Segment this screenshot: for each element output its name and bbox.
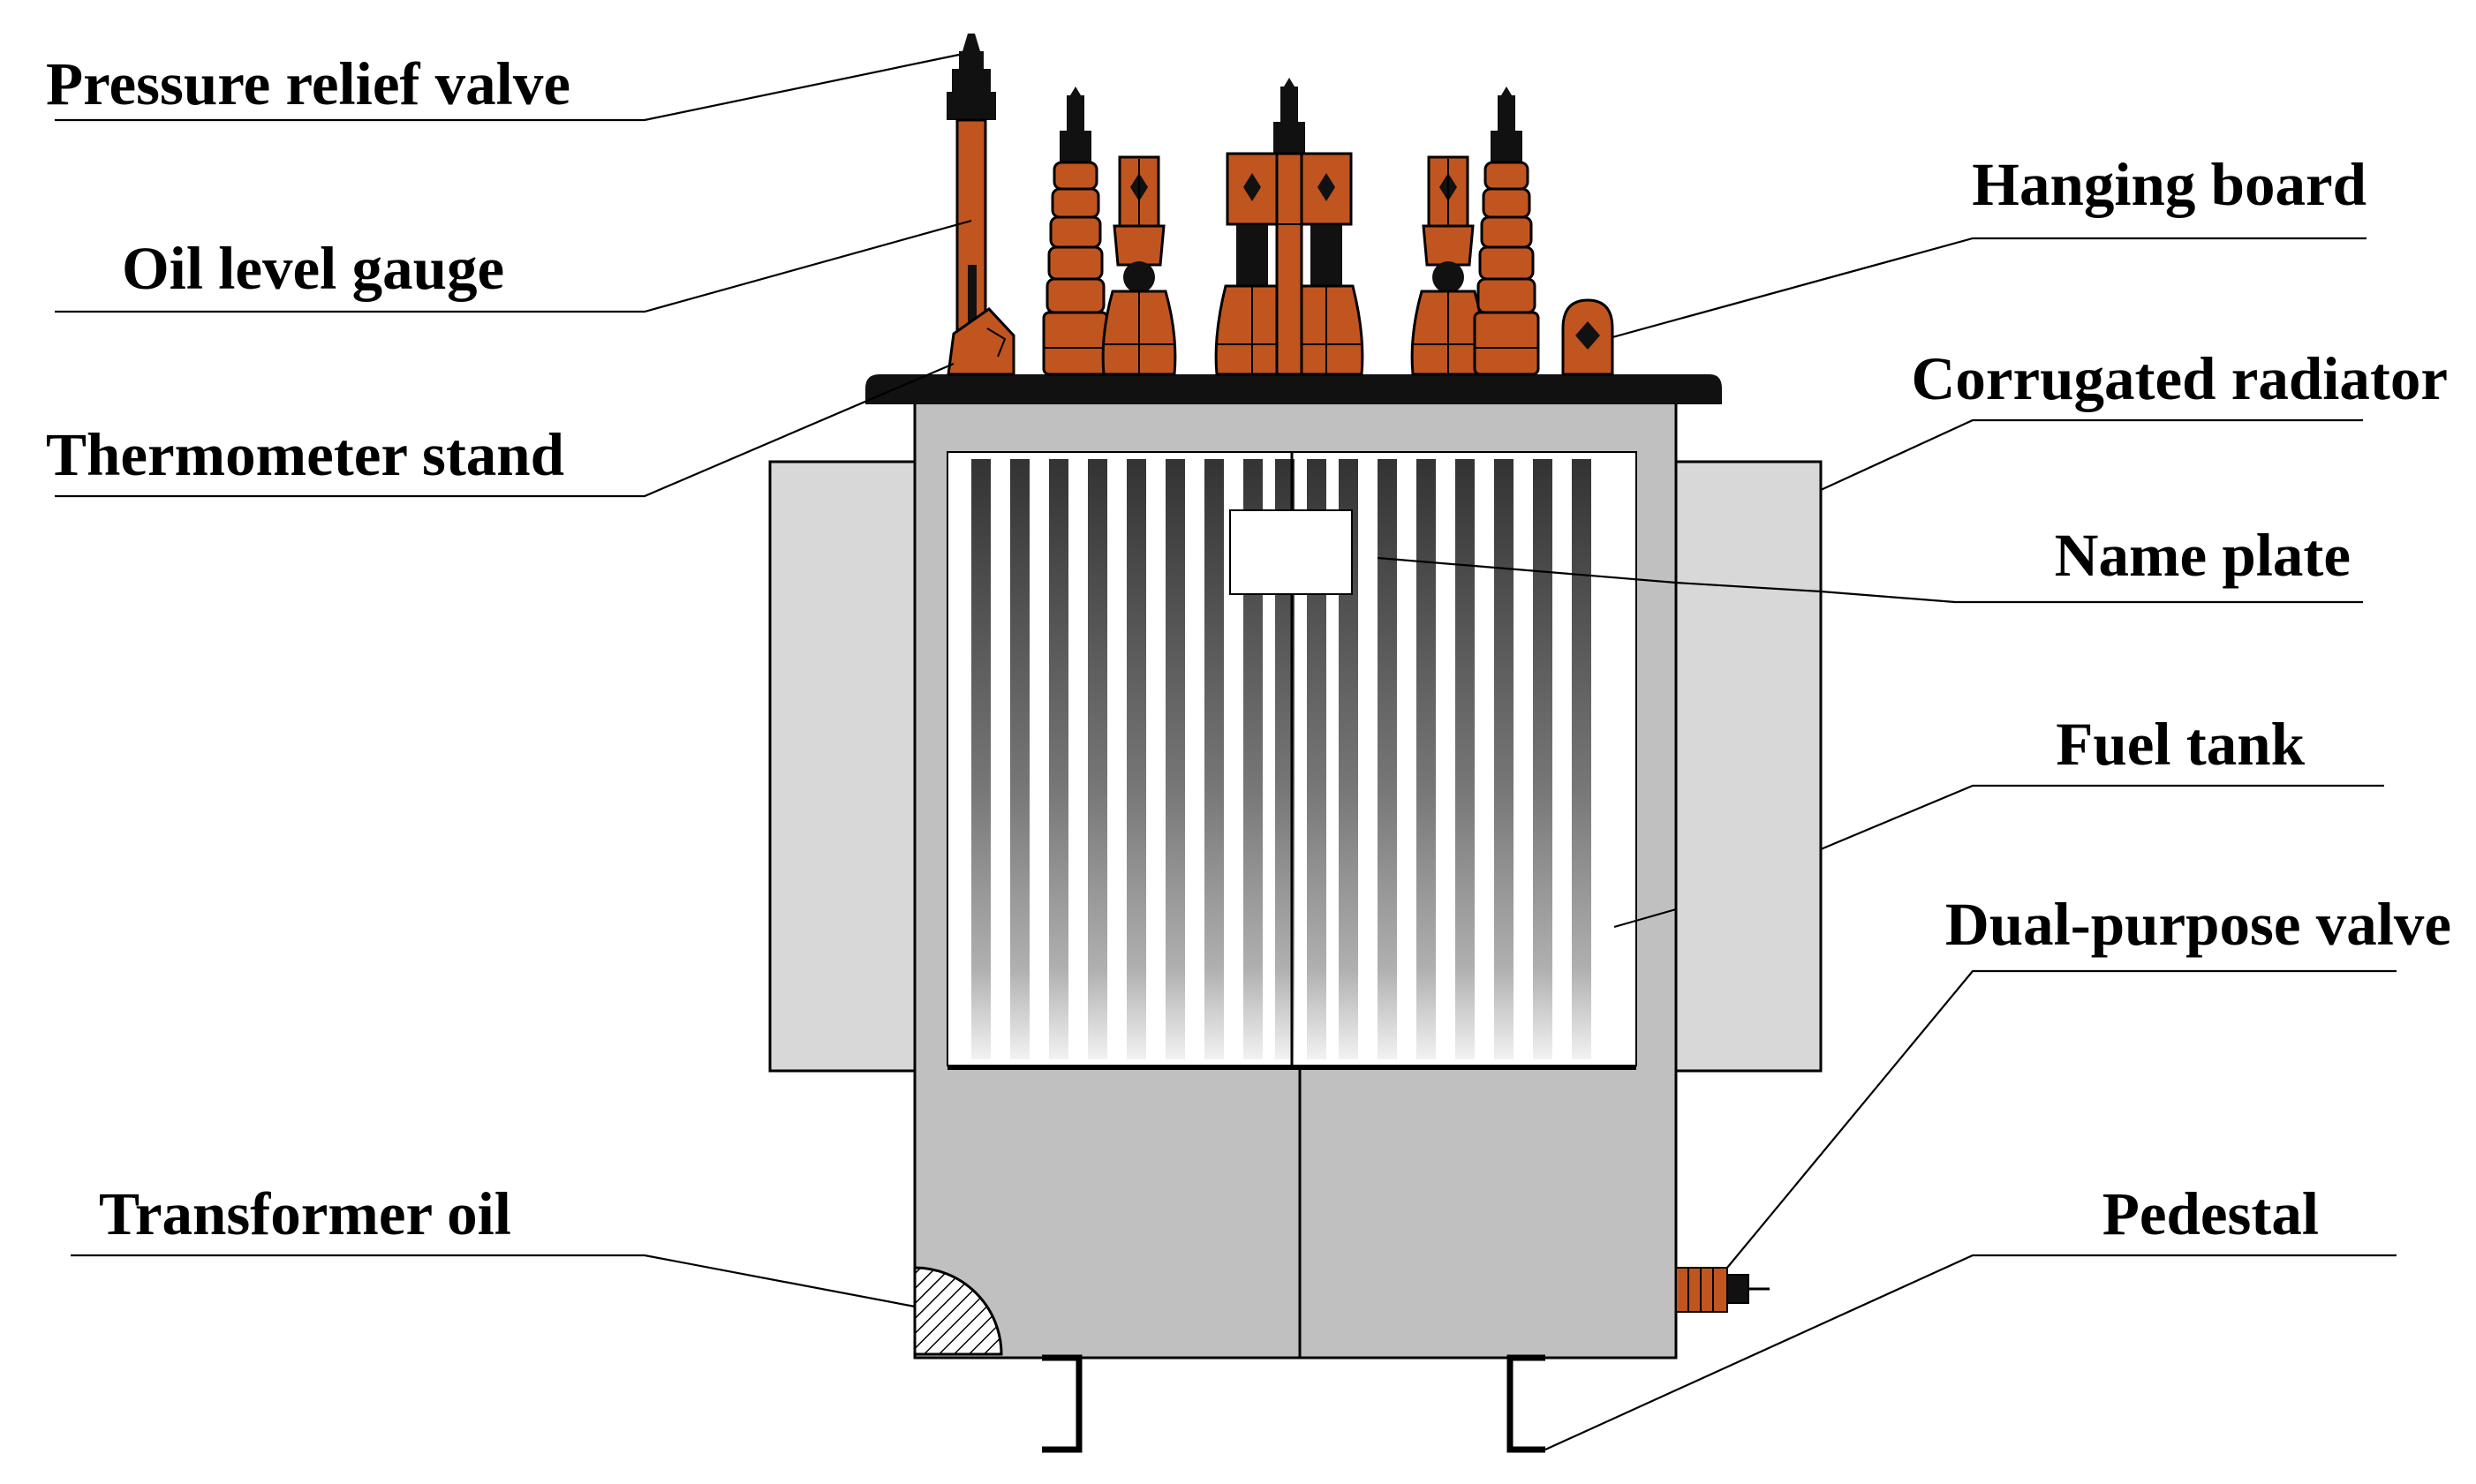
top-cover <box>865 374 1722 404</box>
radiator-fin <box>1339 459 1358 1059</box>
name-plate <box>1229 509 1353 595</box>
radiator-fin <box>1010 459 1030 1059</box>
pedestal-right <box>1506 1354 1545 1453</box>
hv-bushing <box>1042 87 1109 376</box>
bushings <box>1042 78 1540 376</box>
radiator-fin <box>1275 459 1295 1059</box>
radiator-fin <box>1127 459 1146 1059</box>
radiator-fin <box>1088 459 1107 1059</box>
lv-bushing <box>1410 155 1486 376</box>
label-pedestal: Pedestal <box>2102 1180 2319 1247</box>
label-pressure-relief-valve: Pressure relief valve <box>46 50 570 117</box>
center-bushing <box>1214 78 1364 376</box>
fuel-tank-right <box>1674 460 1823 1073</box>
label-thermometer-stand: Thermometer stand <box>46 421 564 488</box>
transformer-oil-hatch <box>913 1266 1003 1356</box>
radiator-fin <box>1494 459 1514 1059</box>
label-hanging-board: Hanging board <box>1972 151 2367 218</box>
lv-bushing <box>1101 155 1177 376</box>
radiator-fins <box>971 452 1591 1066</box>
pedestal-left <box>1042 1354 1083 1453</box>
thermometer-stand <box>947 307 1015 376</box>
oil-level-gauge <box>955 118 987 341</box>
hanging-board <box>1561 298 1614 376</box>
label-dual-purpose-valve: Dual-purpose valve <box>1945 891 2451 958</box>
fuel-tank-left <box>768 460 917 1073</box>
radiator-fin <box>1049 459 1068 1059</box>
radiator-fin <box>1572 459 1591 1059</box>
radiator-fin <box>971 459 991 1059</box>
radiator-fin <box>1204 459 1224 1059</box>
radiator-fin <box>1455 459 1475 1059</box>
label-fuel-tank: Fuel tank <box>2056 711 2305 778</box>
dual-purpose-valve <box>1675 1267 1770 1313</box>
pressure-relief-valve <box>947 34 996 120</box>
label-name-plate: Name plate <box>2055 522 2351 589</box>
radiator-fin <box>1307 459 1326 1059</box>
label-oil-level-gauge: Oil level gauge <box>122 235 504 302</box>
label-transformer-oil: Transformer oil <box>99 1180 511 1247</box>
radiator-fin <box>1416 459 1436 1059</box>
radiator-fin <box>1378 459 1397 1059</box>
label-corrugated-radiator: Corrugated radiator <box>1912 345 2448 412</box>
hv-bushing <box>1473 87 1540 376</box>
leader-lines <box>55 53 2397 1451</box>
radiator-fin <box>1243 459 1263 1059</box>
radiator-fin <box>1166 459 1185 1059</box>
radiator-fin <box>1533 459 1552 1059</box>
